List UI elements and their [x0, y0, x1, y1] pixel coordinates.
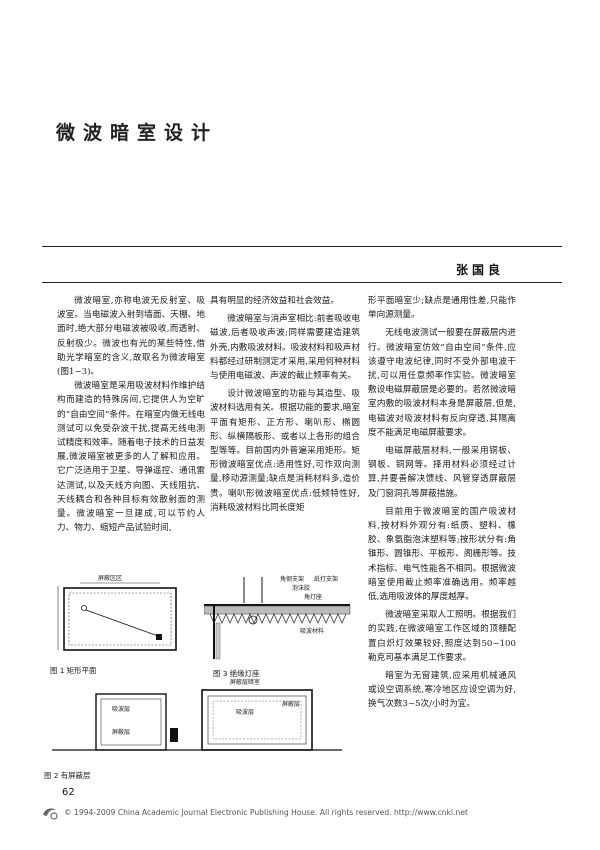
- absorber-lining-right: [212, 700, 302, 740]
- wall-absorber: [215, 622, 221, 660]
- paragraph: 微波暗室,亦称电波无反射室、吸波室。当电磁波入射到墙面、天棚、地面时,绝大部分电…: [57, 296, 205, 378]
- paragraph: 设计微波暗室的功能与其造型、吸波材料选用有关。根据功能的要求,暗室平面有矩形、正…: [210, 389, 360, 513]
- figure-2-shielding-layer: 吸波层 屏蔽层 屏蔽层暗室 吸波层 屏蔽层: [52, 678, 342, 751]
- lamp-bulb: [248, 615, 258, 625]
- fig3-label: 纸打支架: [314, 575, 338, 583]
- absorber-lining: [68, 592, 172, 646]
- author-name: 张国良: [455, 263, 504, 277]
- paragraph: 目前用于微波暗室的国产吸波材料,按材料外观分有:纸质、塑料、橡胶、象氨脂泡沫塑料…: [368, 506, 516, 603]
- pyramid-absorbers: [209, 613, 347, 624]
- fig3-label: 角钢支架: [280, 575, 304, 583]
- article-title: 微波暗室设计: [56, 122, 219, 144]
- paragraph: 暗室为无窗建筑,应采用机械通风或设空调系统,寒冷地区应设空调为好,换气次数3~5…: [368, 671, 516, 710]
- text-column-3: 形平面暗室少;缺点是通用性差,只能作单向源测量。 无线电波测试一般要在屏蔽层内进…: [368, 294, 516, 712]
- text-column-2: 具有明显的经济效益和社会效益。 微波暗室与消声室相比:前者吸收电磁波,后者吸收声…: [210, 294, 360, 515]
- fig2-label: 吸波层: [236, 708, 254, 716]
- fig3-label: 角灯座: [304, 593, 322, 601]
- publisher-logo-icon: [43, 808, 58, 820]
- figure-1-top-label: 屏蔽区区: [98, 574, 122, 582]
- shield-layer-right: [207, 695, 307, 745]
- fig2-top-label: 屏蔽层暗室: [230, 678, 260, 686]
- text-column-1: 微波暗室,亦称电波无反射室、吸波室。当电磁波入射到墙面、天棚、地面时,绝大部分电…: [57, 294, 205, 535]
- absorber-layer: [204, 605, 351, 615]
- paragraph: 电磁屏蔽层材料,一般采用铜板、钢板、铜网等。择用材料必须经过计算,并要善解决馈线…: [368, 446, 516, 499]
- room-outline-right: [201, 689, 313, 751]
- room-outline-left: [95, 693, 167, 751]
- figure-1-caption: 图 1 矩形平面: [50, 666, 97, 675]
- figure-3-caption: 图 3 绝缘灯座: [213, 669, 260, 678]
- absorber-lining-left: [100, 698, 162, 746]
- fig2-label: 屏蔽层: [112, 728, 130, 736]
- fig3-label: 吸波材料: [300, 627, 324, 635]
- paragraph: 微波暗室是采用吸波材料作维护结构而建造的特殊房间,它提供人为空旷的“自由空间”条…: [57, 381, 205, 534]
- figure-2-caption: 图 2 有屏蔽层: [44, 771, 91, 780]
- fig2-label: 吸波层: [112, 705, 130, 713]
- paragraph: 微波暗室采取人工照明。根据我们的实践,在微波暗室工作区域的顶棚配置白炽灯效果较好…: [368, 610, 516, 663]
- figure-3-lamp-holder: 角钢支架 纸打支架 泡沫胶 角灯座 吸波材料: [204, 575, 351, 660]
- header-rule-bottom: [42, 282, 562, 283]
- shield-door: [170, 728, 178, 742]
- source-marker: [81, 605, 87, 611]
- room-outline: [63, 587, 177, 651]
- receiver-marker: [156, 634, 162, 640]
- test-path-line: [85, 609, 159, 637]
- figure-1-rectangular-plan: 屏蔽区区: [57, 574, 177, 651]
- paragraph: 形平面暗室少;缺点是通用性差,只能作单向源测量。: [368, 296, 516, 321]
- copyright-notice: © 1994-2009 China Academic Journal Elect…: [64, 808, 468, 817]
- header-rule-top: [42, 246, 562, 247]
- fig3-label: 泡沫胶: [292, 584, 310, 592]
- page-number: 62: [62, 787, 75, 798]
- paragraph: 具有明显的经济效益和社会效益。: [210, 296, 339, 306]
- paragraph: 微波暗室与消声室相比:前者吸收电磁波,后者吸收声波;同样需要建造建筑外壳,内敷吸…: [210, 314, 360, 382]
- fig2-label: 屏蔽层: [282, 700, 300, 708]
- paragraph: 无线电波测试一般要在屏蔽层内进行。微波暗室仿效“自由空间”条件,应该遵守电波纪律…: [368, 328, 516, 438]
